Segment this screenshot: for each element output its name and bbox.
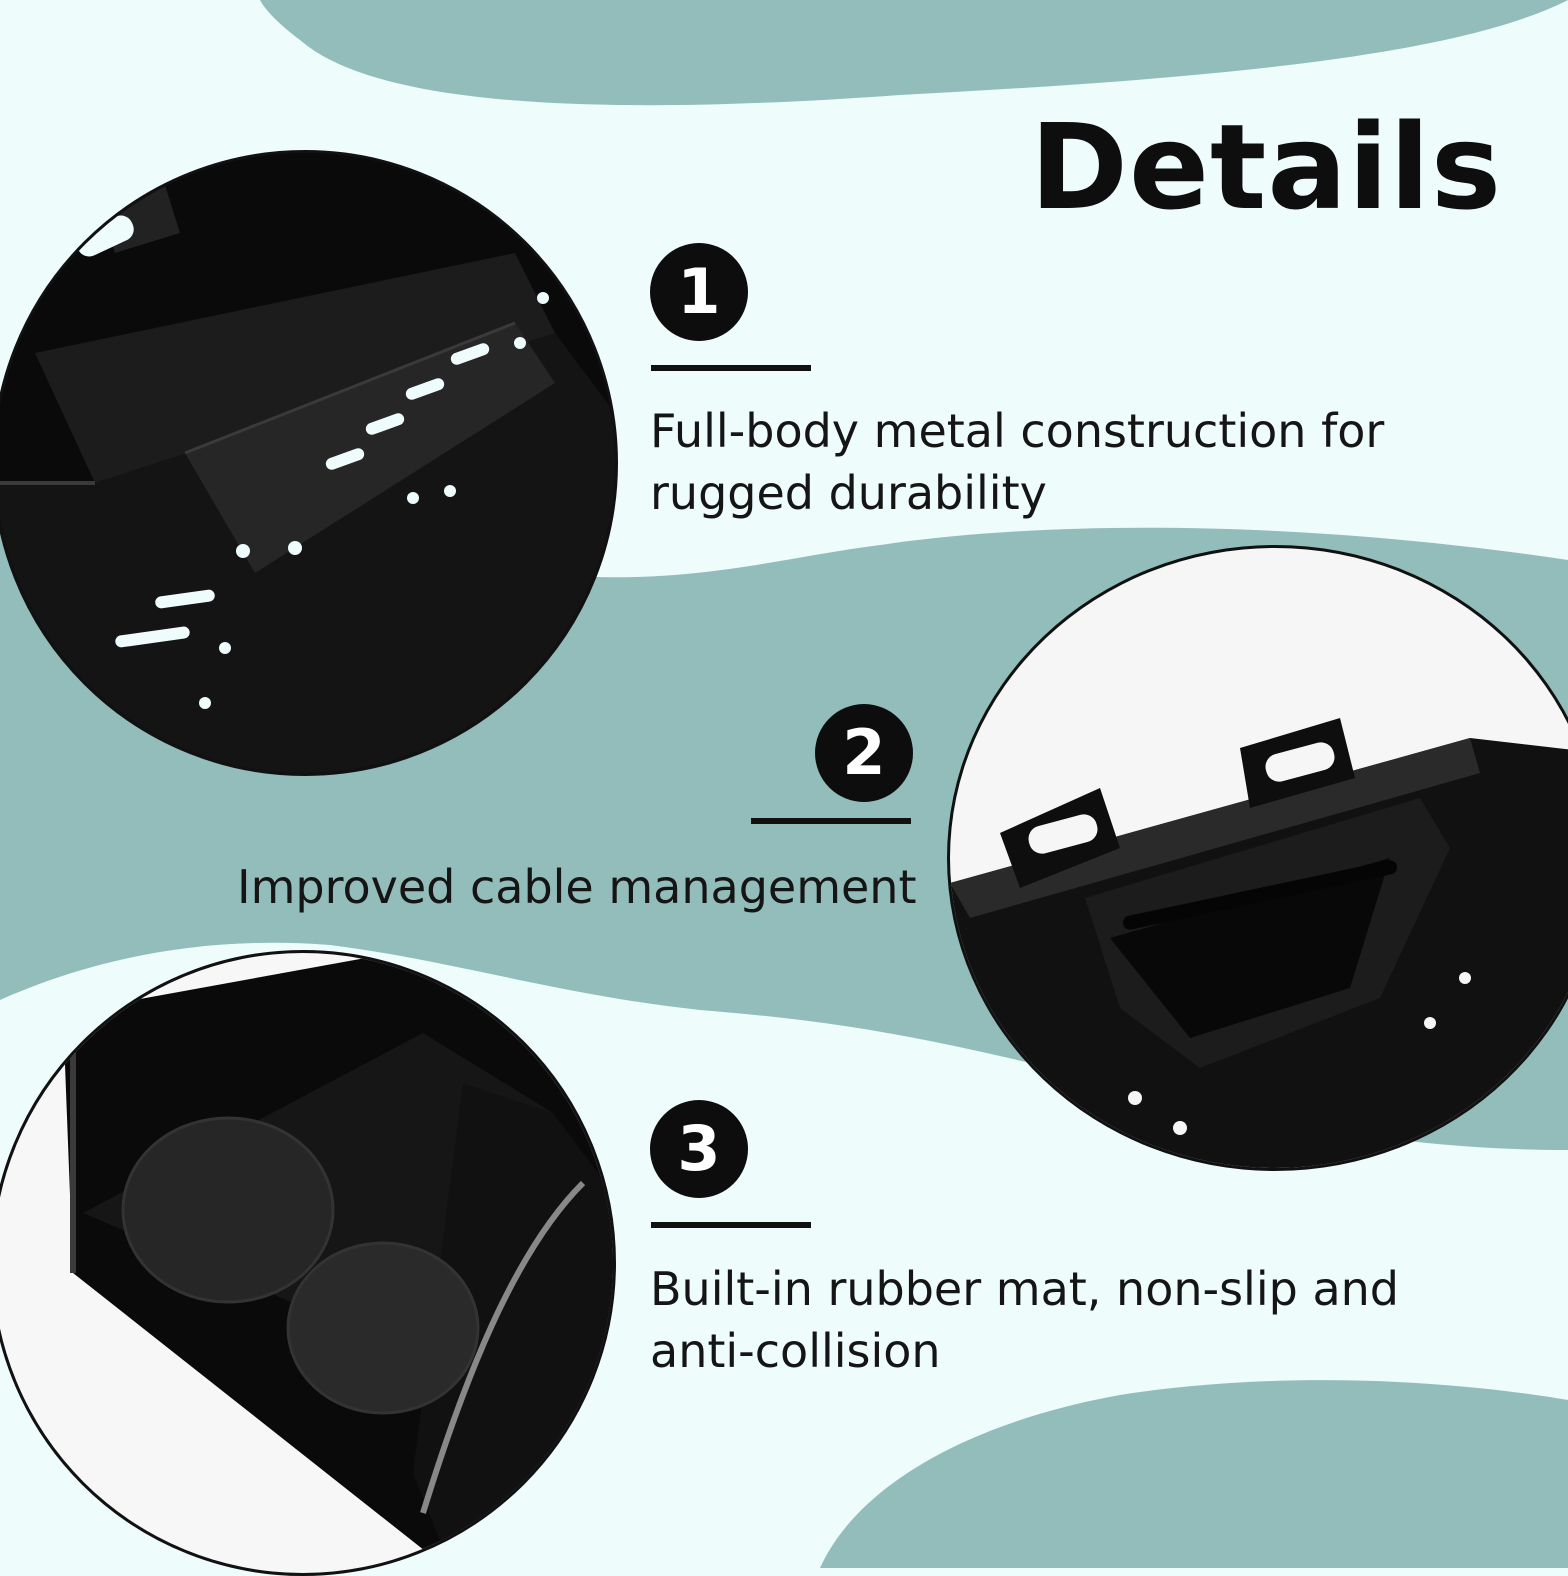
step-3-description: Built-in rubber mat, non-slip and anti-c… <box>650 1262 1399 1378</box>
top-blob <box>260 0 1568 106</box>
step-3-divider <box>651 1222 811 1228</box>
step-2-badge: 2 <box>815 704 913 802</box>
step-2-description: Improved cable management <box>237 860 917 914</box>
step-2-divider <box>751 818 911 824</box>
step-1-description: Full-body metal construction for rugged … <box>650 404 1385 520</box>
page-title: Details <box>1030 98 1503 236</box>
step-1-badge: 1 <box>650 243 748 341</box>
metal-frame-photo <box>0 150 618 776</box>
bottom-right-blob <box>820 1380 1568 1568</box>
step-3-badge: 3 <box>650 1100 748 1198</box>
step-1-divider <box>651 365 811 371</box>
cable-slot-photo <box>947 545 1568 1171</box>
rubber-mat-photo <box>0 950 616 1576</box>
